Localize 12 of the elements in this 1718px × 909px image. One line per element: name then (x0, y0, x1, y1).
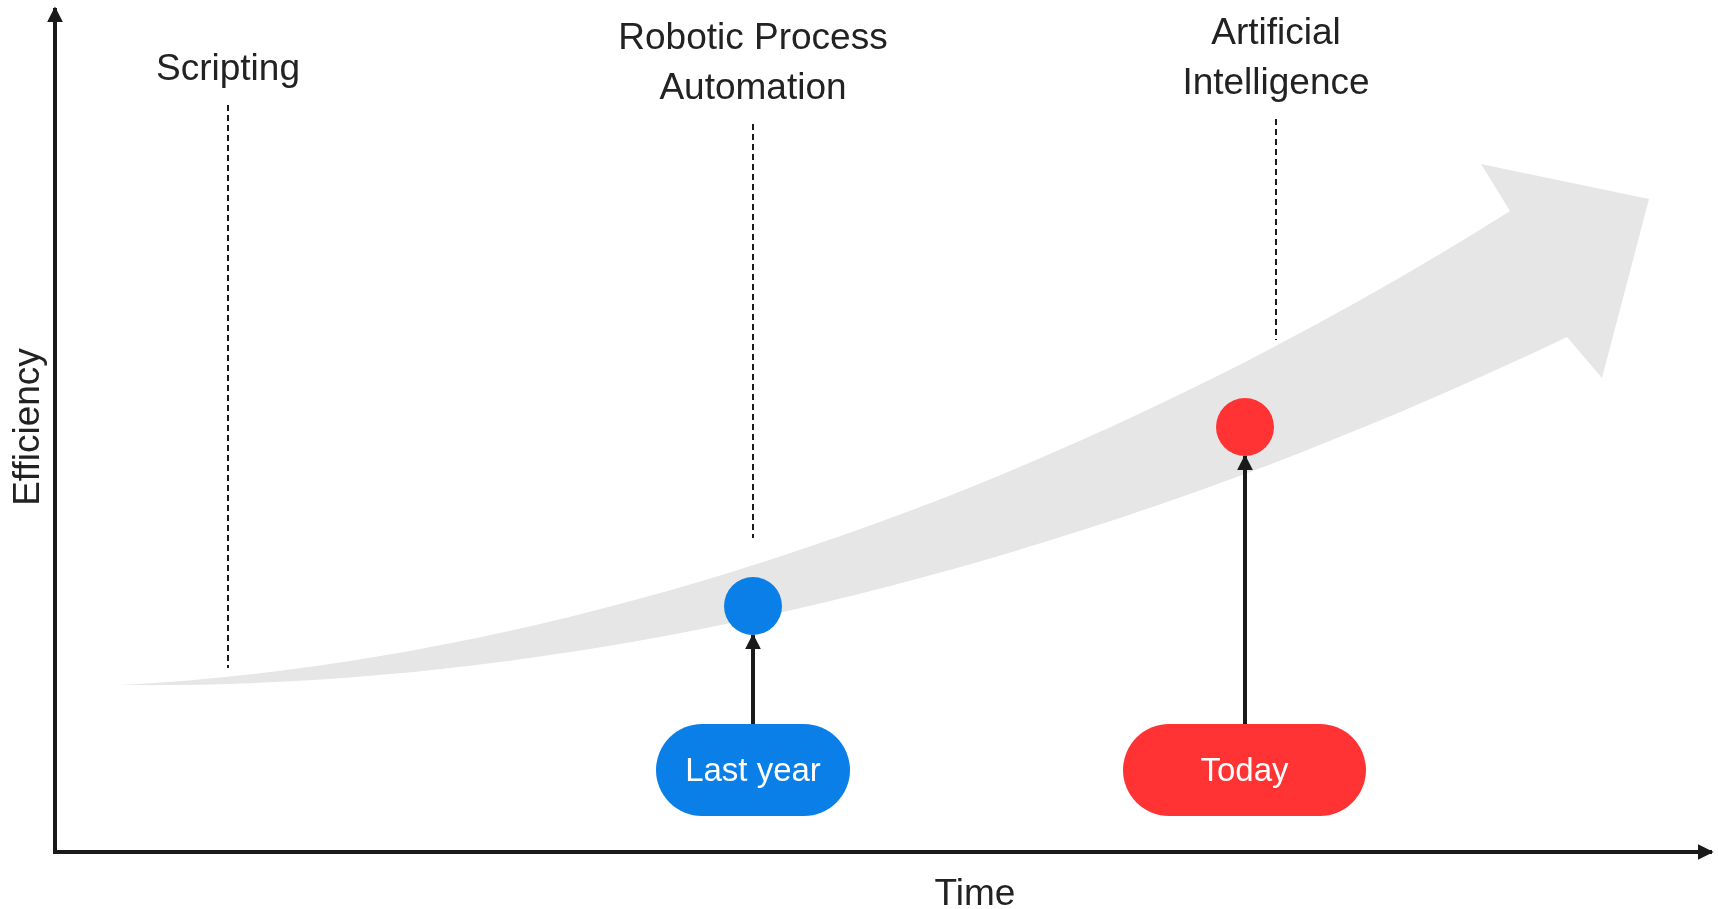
category-label: Robotic Process Automation (617, 15, 889, 109)
axis-title: Efficiency (6, 348, 48, 506)
category-label: Artificial Intelligence (1181, 10, 1371, 104)
category-label: Scripting (156, 46, 300, 90)
leader-line (227, 104, 229, 669)
arrow (1237, 454, 1253, 724)
arrow (745, 633, 761, 724)
axis-title: Time (934, 872, 1016, 909)
time-badge: Today (1123, 724, 1366, 816)
leader-line (752, 123, 754, 539)
time-badge: Last year (656, 724, 850, 816)
leader-line (1275, 118, 1277, 341)
